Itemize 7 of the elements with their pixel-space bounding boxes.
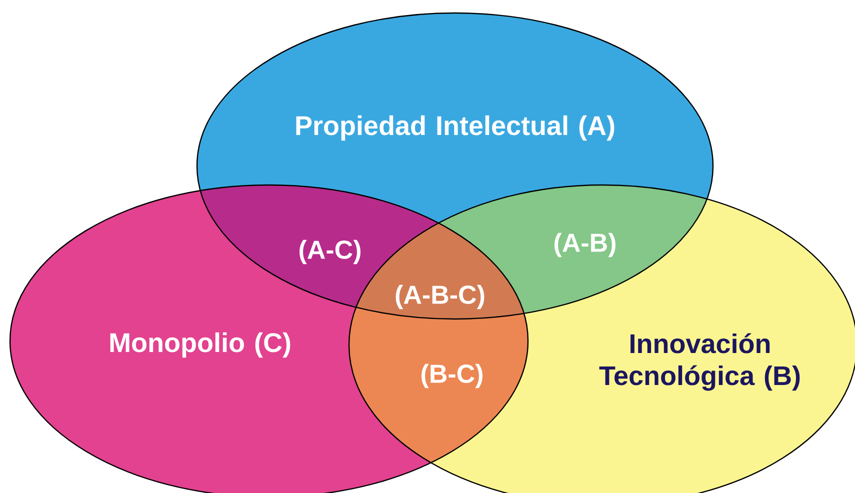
region-title: Propiedad Intelectual (A) (296, 115, 614, 141)
region-label: (A-B-C) (396, 284, 484, 310)
region-title: Innovación Tecnológica (B) (599, 333, 800, 391)
region-label: (A-B) (554, 232, 616, 258)
region-label: (B-C) (422, 364, 482, 388)
region-label: (A-C) (300, 240, 360, 264)
region-title: Monopolio (C) (110, 332, 290, 358)
